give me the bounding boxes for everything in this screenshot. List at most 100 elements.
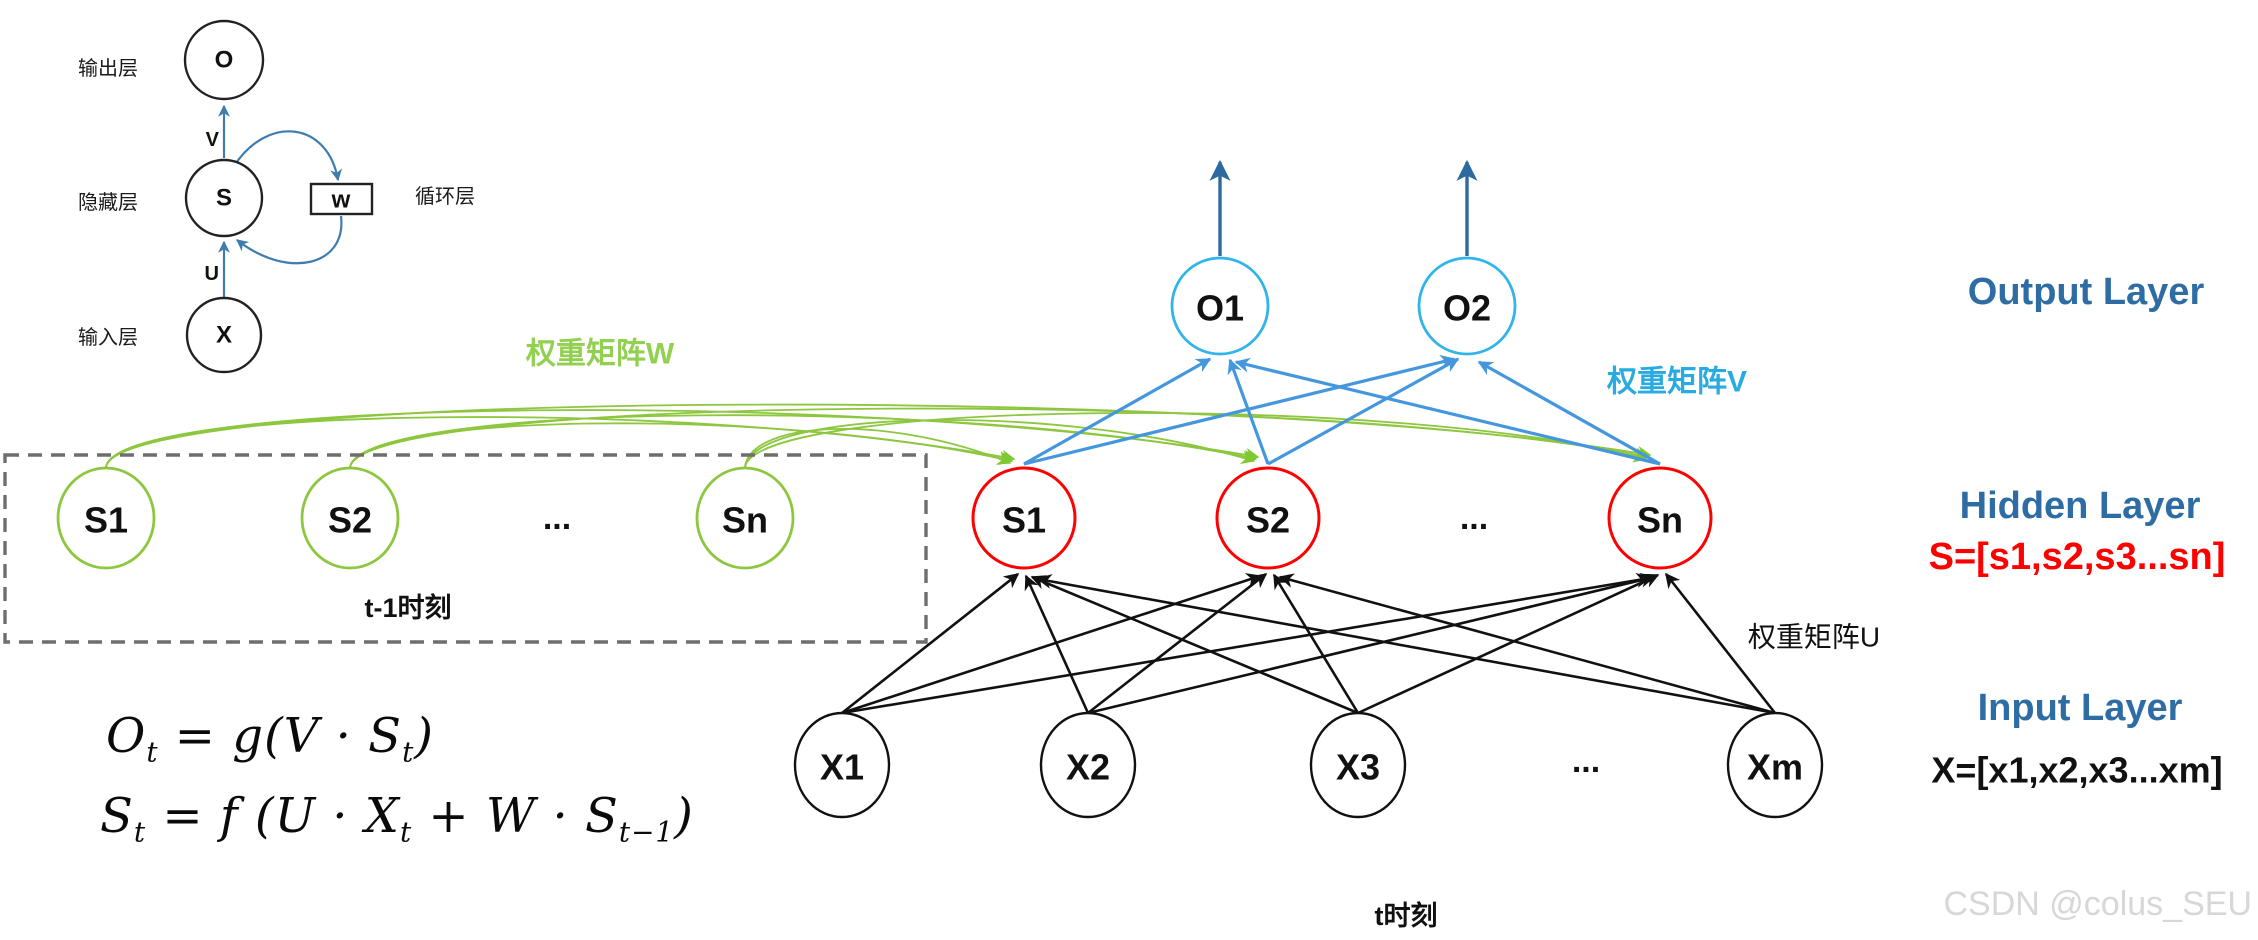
hidden-s2-label: S2 (1246, 500, 1290, 541)
w-arc-sn-to-s1 (744, 428, 1012, 468)
formula-hidden-mid1: = f (U · X (146, 788, 400, 844)
output-o1-label: O1 (1196, 288, 1244, 329)
prev-hidden-dots: ... (543, 499, 571, 537)
prev-hidden-layer: S1 S2 ... Sn t-1时刻 (56, 466, 795, 623)
u-edge-x3-s1 (1030, 575, 1359, 715)
output-arrows (1209, 159, 1478, 256)
output-o2-label: O2 (1443, 288, 1491, 329)
prev-hidden-node-s2 (300, 466, 400, 570)
u-edge-x2-s1 (1024, 574, 1090, 714)
formula-hidden-sub2: t (399, 815, 413, 849)
u-edge-xm-s1 (1036, 574, 1776, 715)
w-arc-s2-to-s2 (349, 414, 1258, 468)
output-node-o2 (1417, 256, 1517, 356)
w-arc-s1-to-s2 (105, 409, 1260, 468)
mini-output-layer-label: 输出层 (78, 57, 138, 80)
hidden-layer-vector: S=[s1,s2,s3...sn] (1929, 536, 2226, 578)
prev-hidden-node-sn (695, 466, 795, 570)
formula-hidden-sub3: t−1 (618, 815, 675, 849)
weight-w-label: 权重矩阵W (525, 338, 675, 371)
input-layer-vector: X=[x1,x2,x3...xm] (1931, 750, 2222, 791)
w-arc-s2-to-sn (349, 407, 1650, 468)
u-edge-x3-sn (1357, 573, 1660, 715)
prev-hidden-sn-label: Sn (722, 500, 768, 541)
v-edge-sn-to-o2 (1477, 360, 1661, 466)
formula-hidden-end: ) (674, 788, 694, 844)
prev-hidden-node-s1 (56, 466, 156, 570)
prev-hidden-s1-label: S1 (84, 500, 128, 541)
input-layer-title: Input Layer (1978, 687, 2183, 729)
v-edge-s2-to-o1 (1227, 358, 1270, 465)
hidden-s1-label: S1 (1002, 500, 1046, 541)
t-minus-1-dashed-box (3, 453, 928, 644)
formula-output-mid: = g(V · S (158, 708, 403, 764)
mini-node-s-label: S (216, 185, 232, 212)
hidden-node-sn (1607, 466, 1713, 570)
formula-hidden-var: S (100, 788, 134, 844)
t-minus-1-time-label: t-1时刻 (365, 592, 452, 623)
input-xm-label: Xm (1747, 747, 1803, 788)
formula-output-sub2: t (402, 735, 415, 769)
u-edge-x1-sn (841, 572, 1652, 715)
formula-output-var: O (106, 708, 147, 764)
hidden-layer-title: Hidden Layer (1960, 485, 2201, 527)
mini-input-layer-label: 输入层 (78, 326, 138, 349)
mini-edge-v-label: V (206, 129, 220, 151)
input-node-x1 (793, 711, 891, 819)
input-x3-label: X3 (1336, 747, 1380, 788)
weight-v-label: 权重矩阵V (1606, 366, 1747, 399)
mini-edge-u-label: U (205, 263, 219, 285)
output-layer: O1 O2 (1170, 256, 1517, 356)
weight-u-edges (841, 572, 1777, 715)
u-edge-x3-s2 (1272, 573, 1360, 714)
prev-hidden-s2-label: S2 (328, 500, 372, 541)
weight-w-arcs (105, 403, 1652, 468)
mini-node-s (184, 158, 264, 238)
weight-v-edges (1023, 354, 1661, 466)
input-x2-label: X2 (1066, 747, 1110, 788)
weight-u-label: 权重矩阵U (1748, 622, 1880, 653)
mini-recurrent-layer-label: 循环层 (415, 185, 475, 208)
w-arc-sn-to-sn (744, 412, 1648, 468)
mini-node-x-label: X (216, 322, 232, 349)
u-edge-xm-sn (1664, 572, 1777, 714)
mini-w-to-s-arc (236, 215, 343, 265)
u-edge-xm-s2 (1278, 573, 1776, 715)
mini-node-o-label: O (215, 47, 234, 74)
hidden-node-s1 (971, 466, 1077, 570)
mini-node-w-label: w (331, 187, 351, 214)
v-edge-s1-to-o1 (1023, 357, 1212, 466)
input-node-xm (1726, 711, 1824, 819)
formula-output-end: ) (414, 708, 434, 764)
w-arc-s1-to-sn (105, 403, 1652, 468)
u-edge-x2-s2 (1087, 572, 1268, 715)
v-edge-s1-to-o2 (1023, 354, 1456, 466)
hidden-sn-label: Sn (1637, 500, 1683, 541)
mini-rnn-diagram: O S X w V U 输出层 隐藏层 输入层 循环层 (78, 19, 475, 374)
input-node-x2 (1039, 711, 1137, 819)
input-node-x3 (1309, 711, 1407, 819)
mini-node-x (185, 296, 263, 374)
csdn-watermark: CSDN @colus_SEU (1944, 885, 2253, 923)
mini-node-o (183, 19, 265, 101)
formula-hidden-mid2: + W · S (412, 788, 619, 844)
v-edge-s2-to-o2 (1267, 357, 1460, 466)
hidden-node-s2 (1215, 466, 1321, 570)
mini-node-w-box (309, 182, 374, 216)
formula-output-sub1: t (146, 735, 159, 769)
u-edge-x1-s1 (841, 572, 1020, 715)
hidden-layer: S1 S2 ... Sn (971, 466, 1713, 570)
u-edge-x1-s2 (841, 573, 1262, 715)
output-layer-title: Output Layer (1968, 271, 2205, 313)
formula-hidden: St = f (U · Xt + W · St−1) (100, 788, 694, 848)
input-layer: X1 X2 X3 ... Xm (793, 711, 1824, 819)
mini-s-to-w-arc (233, 130, 343, 182)
hidden-dots: ... (1460, 499, 1488, 537)
output-node-o1 (1170, 256, 1270, 356)
mini-hidden-layer-label: 隐藏层 (78, 191, 138, 214)
input-x1-label: X1 (820, 747, 864, 788)
v-edge-sn-to-o1 (1234, 357, 1661, 466)
formula-output: Ot = g(V · St) (106, 708, 434, 768)
